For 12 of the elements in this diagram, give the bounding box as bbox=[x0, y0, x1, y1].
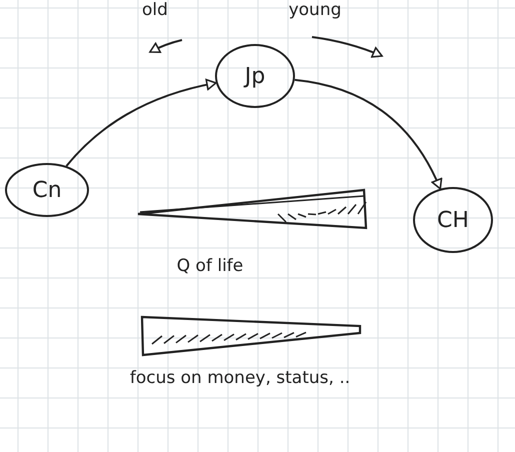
note-text: Q of life bbox=[176, 255, 244, 278]
node-label: Jp bbox=[244, 64, 266, 88]
node-label: CH bbox=[437, 208, 469, 232]
arrow bbox=[294, 78, 442, 190]
note-text: focus on money, status, .. bbox=[128, 367, 352, 390]
circle-node bbox=[215, 44, 295, 108]
note-text: young bbox=[288, 0, 342, 22]
circle-node bbox=[413, 187, 493, 253]
arrow bbox=[66, 79, 217, 167]
node-label: Cn bbox=[32, 178, 62, 202]
circle-node bbox=[5, 163, 89, 217]
note-text: old bbox=[141, 0, 169, 22]
